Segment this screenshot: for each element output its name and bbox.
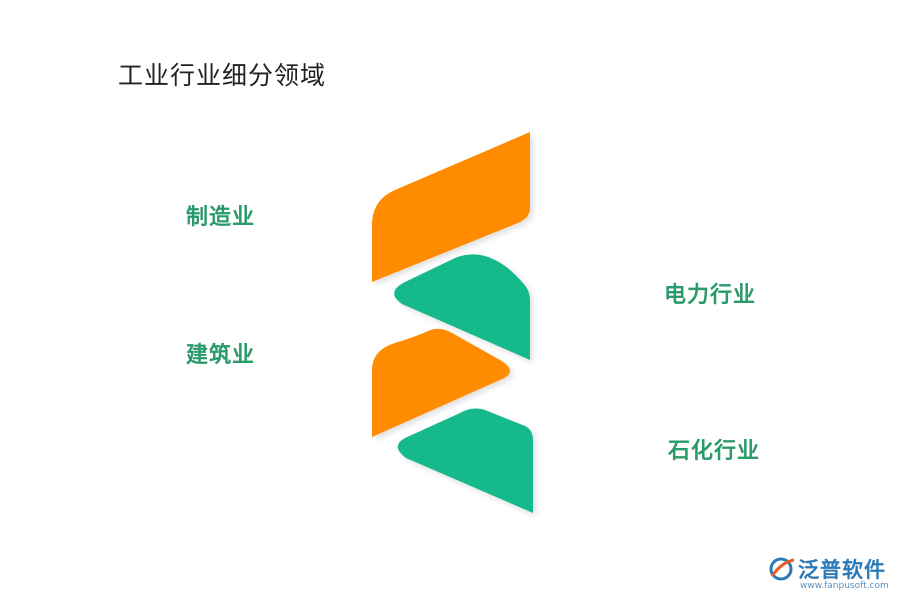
logo-name: 泛普软件 — [798, 558, 886, 582]
brand-logo: 泛普软件 www.fanpusoft.com — [768, 554, 896, 594]
segment-construction-shape — [372, 328, 510, 437]
label-petrochemical: 石化行业 — [668, 438, 761, 464]
segment-power-shape — [394, 254, 530, 360]
label-manufacturing: 制造业 — [186, 204, 256, 230]
segment-petrochemical-shape — [397, 408, 533, 513]
page-title: 工业行业细分领域 — [118, 61, 327, 90]
fanpu-logo-icon — [769, 557, 795, 581]
segment-manufacturing-shape — [372, 132, 530, 282]
label-power-industry: 电力行业 — [664, 282, 757, 308]
label-construction: 建筑业 — [186, 342, 256, 368]
logo-url: www.fanpusoft.com — [800, 581, 889, 591]
